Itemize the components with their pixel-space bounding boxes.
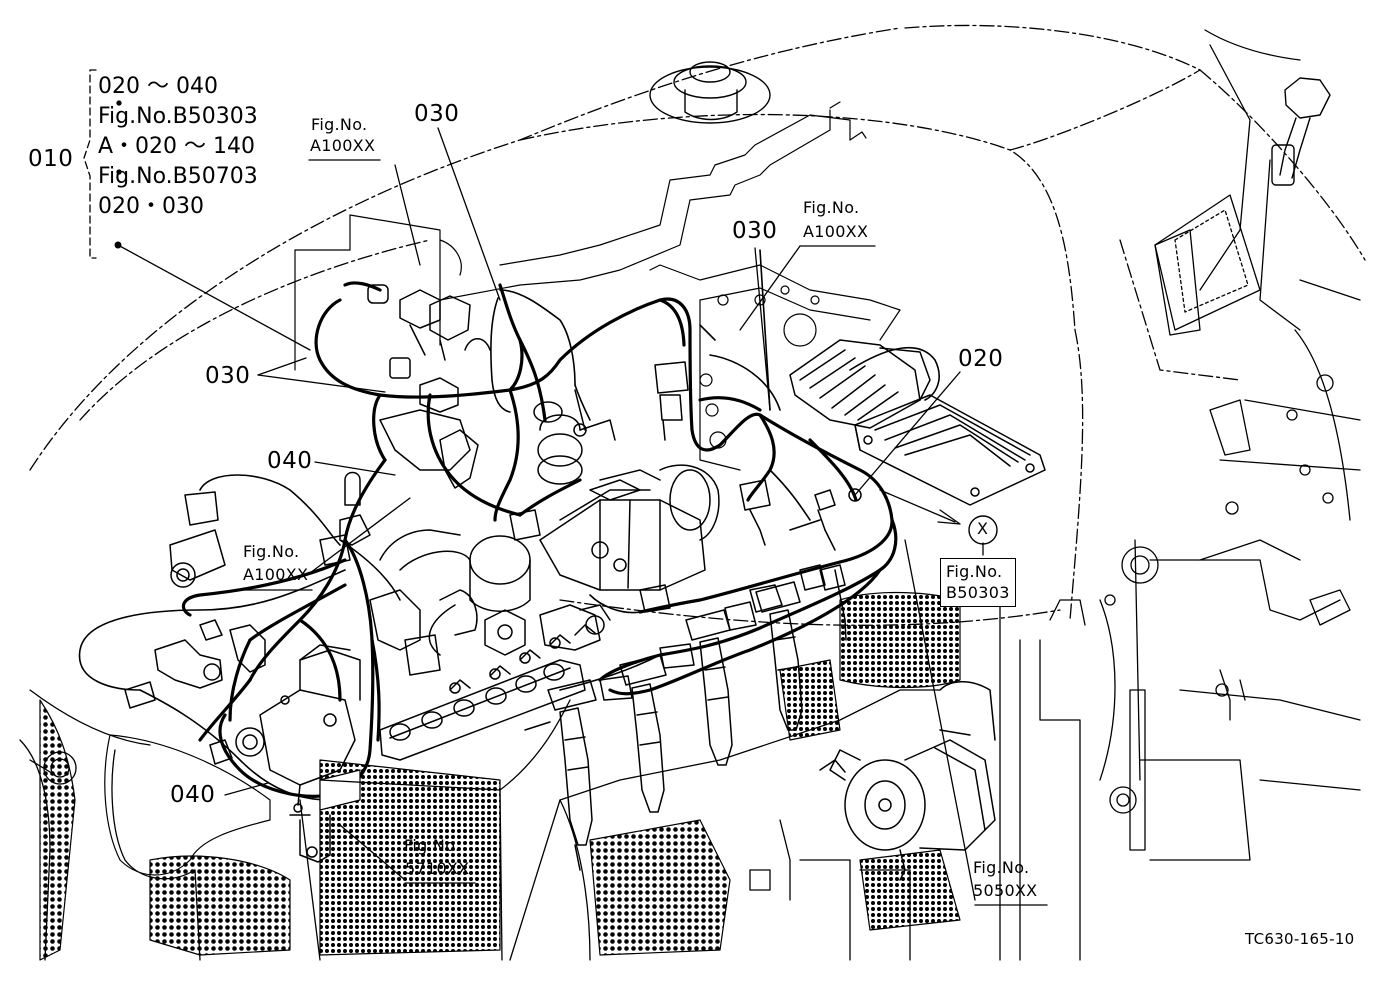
callout-010-line-3: A・020 ～ 140 — [98, 133, 256, 159]
injector-2 — [619, 654, 667, 813]
rear-frame — [749, 399, 1351, 961]
fig-ref-connector-box: Fig.No. B50303 — [940, 558, 1016, 607]
injector-1 — [524, 679, 597, 871]
fig-ref-bottom-right-prefix: Fig.No. — [973, 858, 1030, 877]
part-label-020: 020 — [958, 346, 1004, 372]
callout-010-line-5: 020・030 — [98, 193, 204, 219]
connection-marker-circle — [968, 515, 998, 545]
drawing-reference-number: TC630-165-10 — [1245, 930, 1355, 948]
fig-ref-top-right-code: A100XX — [803, 222, 869, 241]
fig-ref-bottom-right-code: 5050XX — [973, 881, 1038, 900]
callout-010-line-2: Fig.No.B50303 — [98, 103, 258, 129]
callout-010-line-1: 020 ～ 040 — [98, 74, 218, 99]
callout-010-number: 010 — [28, 146, 74, 172]
engine-top-panel — [649, 264, 901, 471]
hood-outline — [29, 24, 1366, 626]
grille-pattern — [39, 591, 961, 961]
part-label-030-left: 030 — [205, 363, 251, 389]
fig-ref-mid-left-code: A100XX — [243, 565, 309, 584]
starter-motor — [819, 681, 996, 881]
fig-ref-bottom-mid-code: 5710XX — [405, 859, 470, 878]
sensor-components — [124, 284, 862, 765]
fig-ref-top-left-prefix: Fig.No. — [311, 115, 368, 134]
fig-ref-connector-code: B50303 — [946, 582, 1010, 602]
cabin-side-outline — [1099, 29, 1361, 861]
injector-3 — [685, 609, 733, 766]
fig-ref-connector-prefix: Fig.No. — [946, 562, 1003, 581]
fig-ref-mid-left-prefix: Fig.No. — [243, 542, 300, 561]
part-label-040-mid: 040 — [267, 448, 313, 474]
fuel-cap — [649, 61, 771, 124]
hood-vent — [1154, 194, 1261, 331]
injectors — [524, 569, 847, 871]
leader-lines — [83, 69, 1048, 906]
part-label-030-right: 030 — [732, 218, 778, 244]
callout-010-block: 020 ～ 040 Fig.No.B50303 A・020 ～ 140 Fig.… — [98, 72, 258, 222]
intake-body — [339, 529, 611, 656]
thin-wires — [78, 249, 940, 801]
part-label-030-top: 030 — [414, 101, 460, 127]
ecu-unit — [789, 339, 1046, 506]
fuel-pump-assembly — [533, 401, 720, 591]
connection-marker-x: X — [977, 519, 989, 538]
fig-ref-bottom-mid-prefix: Fig.No. — [404, 836, 461, 855]
fig-ref-top-right-prefix: Fig.No. — [803, 198, 860, 217]
part-label-040-bottom: 040 — [170, 782, 216, 808]
fig-ref-top-left-code: A100XX — [310, 136, 376, 155]
front-body-outline — [19, 689, 941, 961]
callout-010-line-4: Fig.No.B50703 — [98, 163, 258, 189]
pressure-control-valve — [235, 644, 361, 863]
shift-lever — [1271, 77, 1331, 186]
bracket-sheet — [294, 101, 867, 371]
common-rail — [379, 624, 596, 761]
